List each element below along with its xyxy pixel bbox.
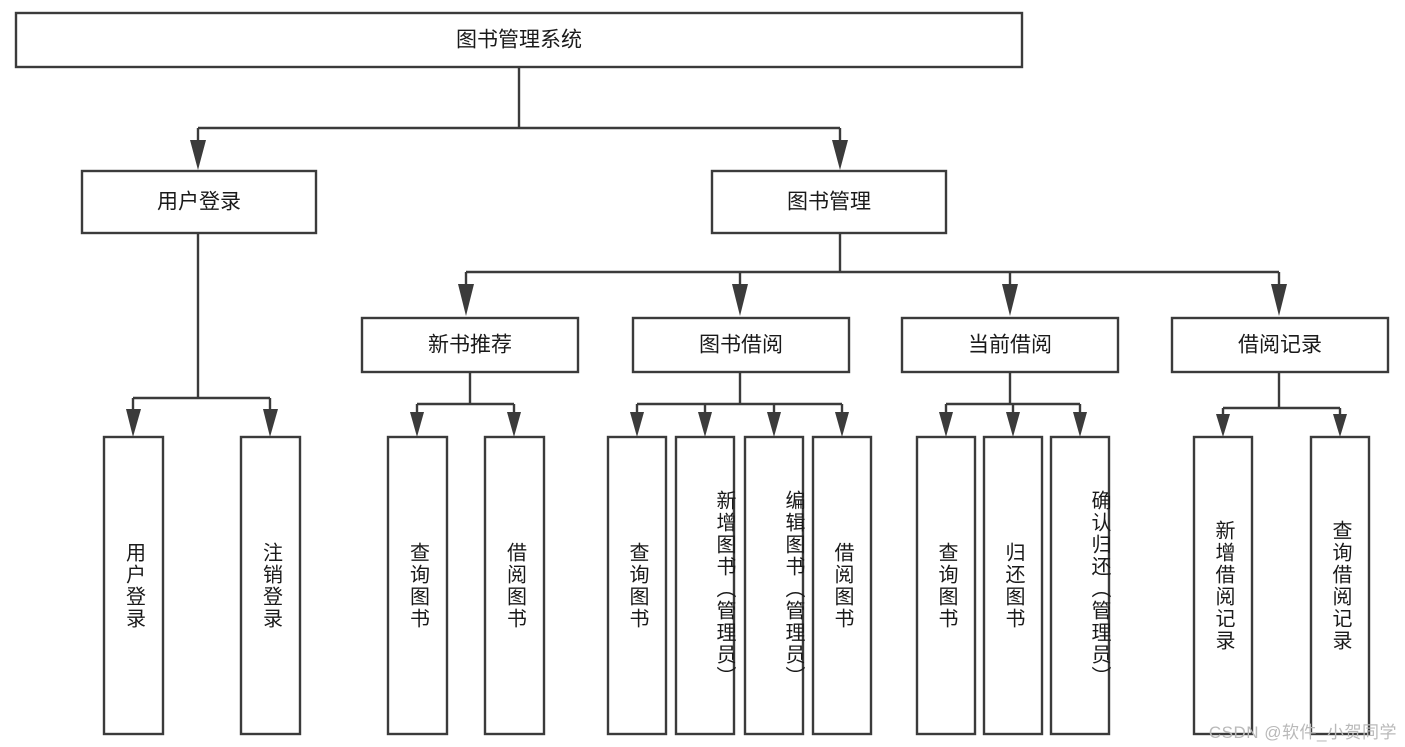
connector-root-to-level2: [190, 67, 848, 170]
node-current-borrow-label: 当前借阅: [968, 334, 1052, 357]
node-borrow-record[interactable]: 借阅记录: [1170, 316, 1390, 374]
connector-book-borrow-to-leaves: [630, 372, 849, 437]
leaf-node-current-borrow-query[interactable]: [915, 435, 977, 736]
connector-user-login-to-leaves: [126, 233, 278, 437]
node-book-manage[interactable]: 图书管理: [710, 169, 948, 235]
leaf-node-book-borrow-edit[interactable]: [743, 435, 805, 736]
leaf-node-book-borrow-lend[interactable]: [811, 435, 873, 736]
leaf-node-current-borrow-confirm[interactable]: [1049, 435, 1111, 736]
csdn-watermark: CSDN @软件_小贺同学: [1208, 723, 1397, 742]
node-book-borrow-label: 图书借阅: [699, 334, 783, 357]
node-user-login[interactable]: 用户登录: [80, 169, 318, 235]
leaf-node-book-borrow-add[interactable]: [674, 435, 736, 736]
leaf-node-user-login-logout[interactable]: [239, 435, 302, 736]
leaf-node-current-borrow-return[interactable]: [982, 435, 1044, 736]
node-book-borrow[interactable]: 图书借阅: [631, 316, 851, 374]
leaf-node-book-borrow-query[interactable]: [606, 435, 668, 736]
connector-borrow-record-to-leaves: [1216, 372, 1347, 437]
node-new-book-recommend[interactable]: 新书推荐: [360, 316, 580, 374]
connector-current-borrow-to-leaves: [939, 372, 1087, 437]
leaf-node-borrow-record-add[interactable]: [1192, 435, 1254, 736]
node-current-borrow[interactable]: 当前借阅: [900, 316, 1120, 374]
node-root[interactable]: 图书管理系统: [14, 11, 1024, 69]
connector-book-manage-to-level3: [458, 233, 1287, 316]
node-new-book-recommend-label: 新书推荐: [428, 334, 512, 357]
node-borrow-record-label: 借阅记录: [1238, 334, 1322, 357]
leaf-node-new-book-query[interactable]: [386, 435, 449, 736]
leaf-node-new-book-borrow[interactable]: [483, 435, 546, 736]
node-user-login-label: 用户登录: [157, 191, 241, 214]
leaf-node-borrow-record-query[interactable]: [1309, 435, 1371, 736]
connector-new-book-to-leaves: [410, 372, 521, 437]
node-root-label: 图书管理系统: [456, 29, 582, 52]
leaf-node-user-login-login[interactable]: [102, 435, 165, 736]
node-book-manage-label: 图书管理: [787, 191, 871, 214]
